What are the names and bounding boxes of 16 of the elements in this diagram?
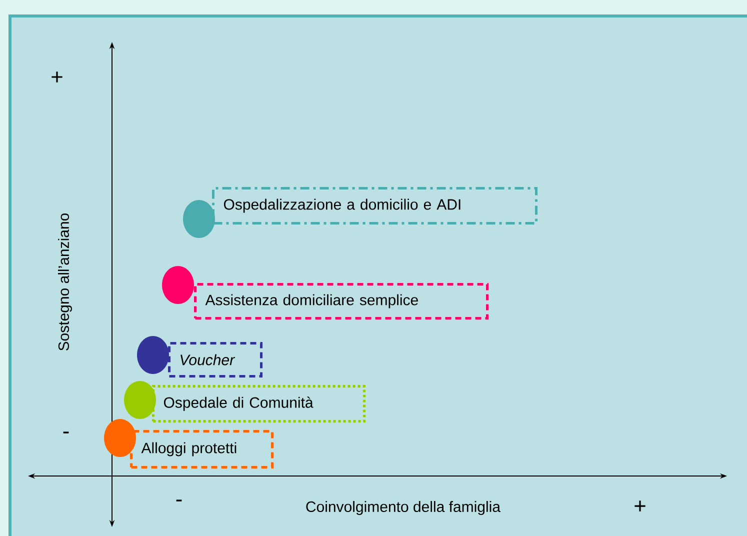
axis-sign: + xyxy=(52,72,62,82)
marker-dot xyxy=(137,336,169,374)
axis-sign: + xyxy=(634,500,646,512)
marker-dot xyxy=(162,266,194,304)
marker-dot xyxy=(124,381,156,419)
axis-sign: - xyxy=(176,500,182,502)
axis-sign: - xyxy=(63,432,69,434)
marker-dot xyxy=(104,419,136,457)
marker-dot xyxy=(183,200,215,238)
label-box: Assistenza domiciliare semplice xyxy=(194,283,488,320)
axis-title: Coinvolgimento della famiglia xyxy=(306,501,500,515)
label-box: Ospedale di Comunità xyxy=(152,385,366,422)
label-box: Alloggi protetti xyxy=(130,430,274,468)
label-box: Ospedalizzazione a domicilio e ADI xyxy=(212,187,538,224)
axis-title: Sostegno all’anziano xyxy=(58,213,72,351)
label-box: Voucher xyxy=(168,342,262,378)
